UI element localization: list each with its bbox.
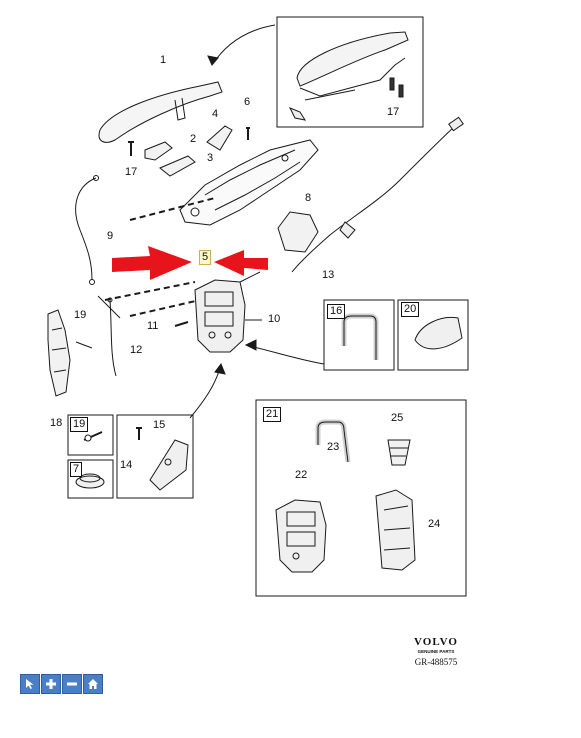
callout-25: 25	[391, 412, 404, 424]
callout-5: 5	[199, 250, 212, 265]
box-20	[397, 299, 469, 371]
arrow-inset-to-handle	[211, 24, 276, 66]
arrow-16-to-lock	[249, 345, 325, 365]
volvo-logo: VOLVO	[414, 636, 458, 648]
part-4-seal	[206, 125, 233, 151]
home-button[interactable]	[83, 674, 103, 694]
callout-6: 6	[244, 96, 251, 108]
callout-17-a: 17	[125, 166, 138, 178]
callout-24: 24	[428, 518, 441, 530]
arrow-14-to-lock	[189, 367, 221, 419]
callout-16: 16	[327, 304, 346, 319]
callout-3: 3	[207, 152, 214, 164]
callout-4: 4	[212, 108, 219, 120]
callout-9: 9	[107, 230, 114, 242]
part-10-lock	[194, 279, 246, 353]
box-7	[67, 459, 114, 499]
callout-18: 18	[50, 417, 63, 429]
callout-20: 20	[401, 302, 420, 317]
callout-23: 23	[327, 441, 340, 453]
box-14	[116, 414, 194, 499]
inset-handle-box	[276, 16, 424, 128]
red-arrow-left	[112, 246, 192, 280]
genuine-parts-label: GENUINE PARTS	[417, 649, 455, 654]
callout-22: 22	[295, 469, 308, 481]
part-1-handle	[98, 81, 223, 143]
part-9-cable	[75, 177, 97, 281]
diagram-reference: GR-488575	[414, 657, 458, 667]
callout-7: 7	[70, 462, 83, 477]
callout-17-b: 17	[387, 106, 400, 118]
pointer-icon	[26, 679, 34, 689]
part-3-gasket	[159, 155, 196, 177]
home-icon	[88, 679, 98, 689]
zoom-in-icon	[46, 679, 56, 689]
box-19	[67, 414, 114, 456]
part-18-bracket	[47, 309, 71, 397]
callout-15: 15	[153, 419, 166, 431]
highlight-arrows	[112, 246, 268, 280]
part-2-cover	[144, 141, 173, 161]
callout-11: 11	[147, 320, 159, 332]
zoom-in-button[interactable]	[41, 674, 61, 694]
pointer-button[interactable]	[20, 674, 40, 694]
box-21	[255, 399, 467, 597]
red-arrow-right	[214, 250, 268, 276]
part-12-rod	[109, 299, 117, 377]
box-16	[323, 299, 395, 371]
handle-carrier	[179, 139, 319, 226]
callout-12: 12	[130, 344, 143, 356]
callout-19-b: 19	[70, 417, 89, 432]
volvo-brand: VOLVO GENUINE PARTS GR-488575	[404, 636, 468, 667]
part-8-cover	[277, 211, 319, 253]
zoom-out-icon	[67, 682, 77, 686]
part-13-cable	[291, 125, 456, 273]
callout-8: 8	[305, 192, 312, 204]
callout-21: 21	[263, 407, 282, 422]
viewer-toolbar	[20, 674, 103, 694]
callout-1: 1	[160, 54, 167, 66]
callout-13: 13	[322, 269, 335, 281]
callout-10: 10	[268, 313, 281, 325]
callout-14: 14	[120, 459, 133, 471]
zoom-out-button[interactable]	[62, 674, 82, 694]
callout-19-a: 19	[74, 309, 87, 321]
callout-2: 2	[190, 133, 197, 145]
